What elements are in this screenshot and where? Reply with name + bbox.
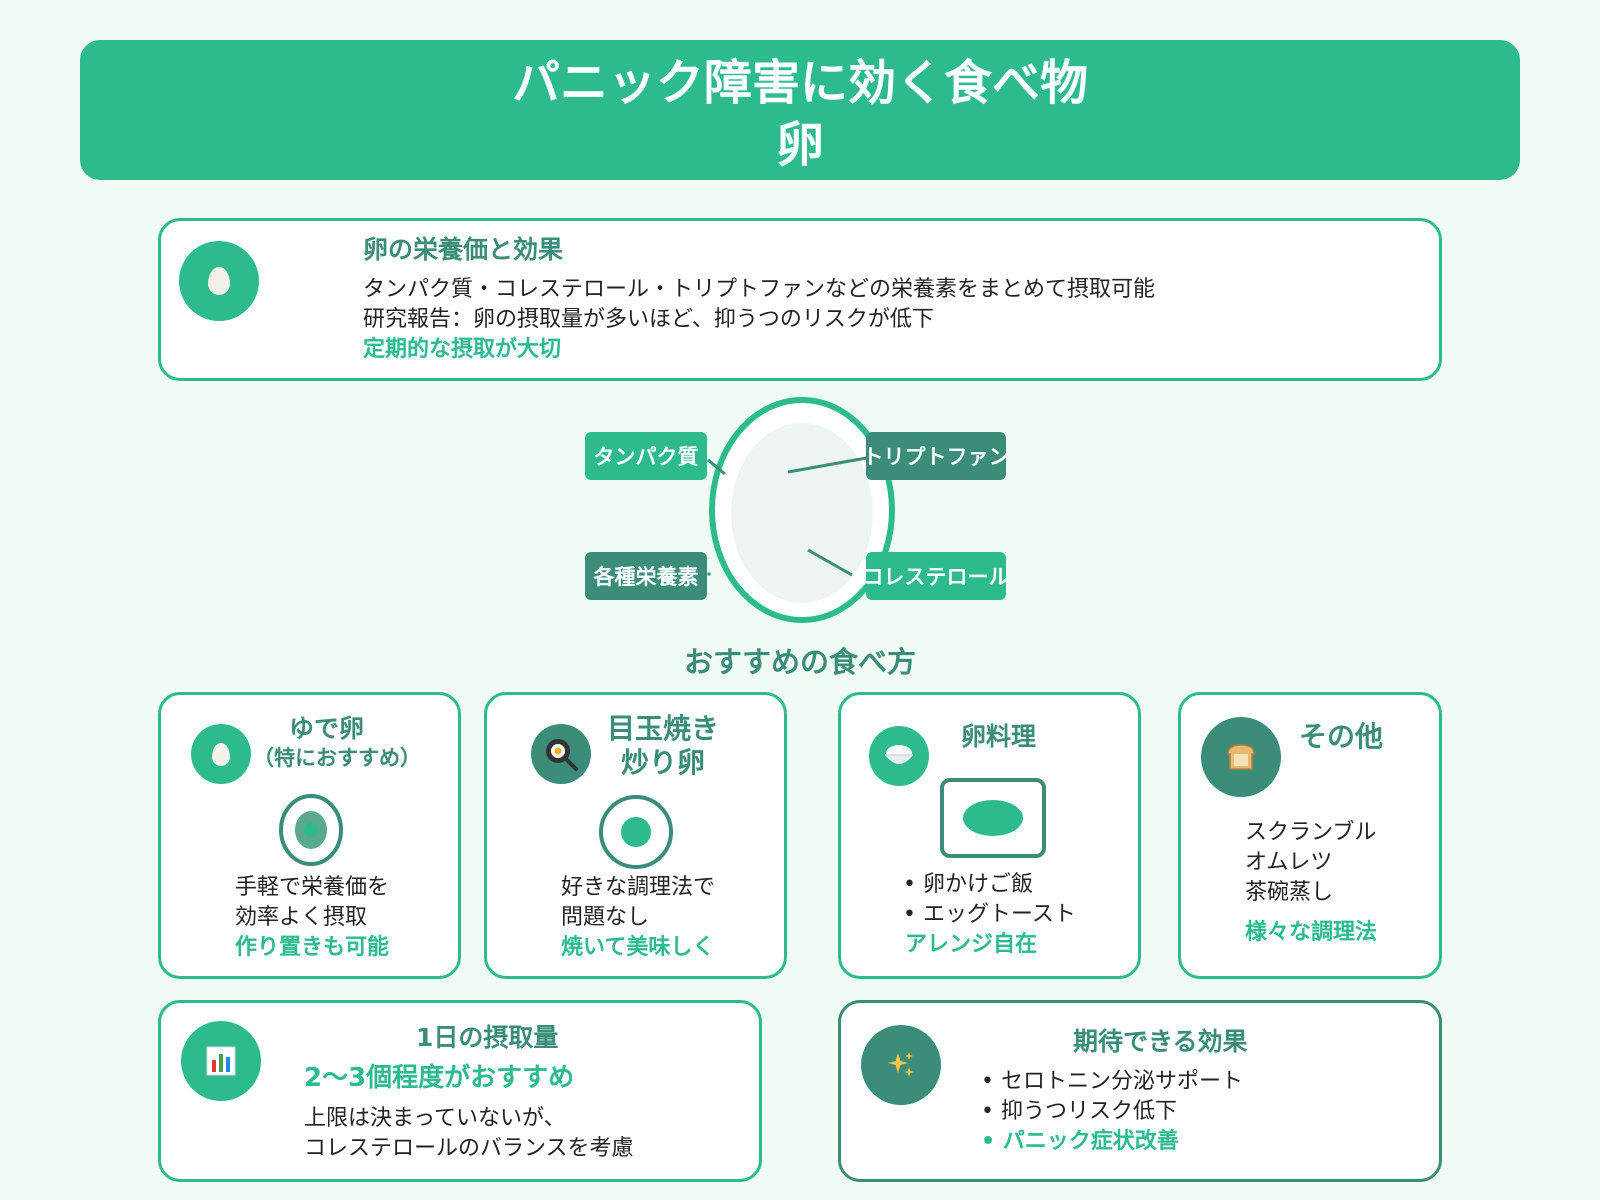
egg-diagram: [706, 397, 895, 623]
other-item-3: 茶碗蒸し: [1245, 880, 1334, 905]
effects-title: 期待できる効果: [1073, 1027, 1248, 1056]
fried-highlight: 焼いて美味しく: [561, 935, 715, 960]
bread-icon: [1201, 717, 1281, 797]
boiled-line-1: 手軽で栄養価を: [235, 875, 390, 900]
intake-title: 1日の摂取量: [416, 1023, 559, 1052]
label-protein: タンパク質: [585, 432, 707, 480]
boiled-subtitle: （特におすすめ）: [253, 746, 421, 770]
dishes-highlight: アレンジ自在: [905, 932, 1038, 957]
frying-pan-icon: [531, 724, 591, 784]
boiled-highlight: 作り置きも可能: [235, 935, 390, 960]
nutrition-highlight: 定期的な摂取が大切: [363, 337, 562, 362]
label-cholesterol: コレステロール: [866, 552, 1006, 600]
dishes-title: 卵料理: [961, 722, 1037, 751]
label-tryptophan: トリプトファン: [866, 432, 1006, 480]
boiled-line-2: 効率よく摂取: [235, 905, 368, 930]
egg-inner: [731, 423, 873, 603]
boiled-egg-card: ゆで卵 （特におすすめ） 手軽で栄養価を 効率よく摂取 作り置きも可能: [158, 692, 461, 979]
boiled-egg-illustration: [279, 794, 343, 866]
label-nutrients: 各種栄養素: [585, 552, 707, 600]
nutrition-heading: 卵の栄養価と効果: [363, 235, 564, 264]
other-item-2: オムレツ: [1245, 850, 1333, 875]
other-card: その他 スクランブル オムレツ 茶碗蒸し 様々な調理法: [1178, 692, 1442, 979]
other-item-1: スクランブル: [1245, 820, 1377, 845]
egg-icon: [179, 241, 259, 321]
section-title: おすすめの食べ方: [683, 645, 916, 679]
dish-illustration: [940, 778, 1046, 858]
effects-item-2: • 抑うつリスク低下: [981, 1099, 1177, 1124]
intake-line-1: 上限は決まっていないが、: [304, 1106, 566, 1131]
nutrition-line-1: タンパク質・コレステロール・トリプトファンなどの栄養素をまとめて摂取可能: [363, 277, 1156, 302]
page-subtitle: 卵: [775, 117, 824, 173]
effects-item-3: • パニック症状改善: [981, 1129, 1179, 1154]
sparkles-icon: [861, 1025, 941, 1105]
other-highlight: 様々な調理法: [1245, 920, 1378, 945]
fried-line-1: 好きな調理法で: [561, 875, 716, 900]
title-banner: パニック障害に効く食べ物 卵: [80, 40, 1520, 180]
intake-line-2: コレステロールのバランスを考慮: [304, 1136, 634, 1161]
boiled-title: ゆで卵: [289, 714, 365, 743]
nutrition-card: 卵の栄養価と効果 タンパク質・コレステロール・トリプトファンなどの栄養素をまとめ…: [158, 218, 1442, 381]
rice-bowl-icon: [869, 726, 929, 786]
egg-dishes-card: 卵料理 • 卵かけご飯 • エッグトースト アレンジ自在: [838, 692, 1141, 979]
fried-egg-card: 目玉焼き 炒り卵 好きな調理法で 問題なし 焼いて美味しく: [484, 692, 787, 979]
nutrition-line-2: 研究報告：卵の摂取量が多いほど、抑うつのリスクが低下: [363, 307, 934, 332]
effects-item-1: • セロトニン分泌サポート: [981, 1069, 1243, 1094]
effects-card: 期待できる効果 • セロトニン分泌サポート • 抑うつリスク低下 • パニック症…: [838, 1000, 1442, 1182]
page-title: パニック障害に効く食べ物: [511, 55, 1088, 111]
fried-line-2: 問題なし: [561, 905, 650, 930]
intake-card: 1日の摂取量 2〜3個程度がおすすめ 上限は決まっていないが、 コレステロールの…: [158, 1000, 762, 1182]
fried-title-1: 目玉焼き: [607, 712, 720, 745]
fried-egg-illustration: [599, 795, 673, 869]
egg-icon: [191, 724, 251, 784]
fried-title-2: 炒り卵: [621, 746, 706, 779]
dishes-item-1: • 卵かけご飯: [903, 872, 1033, 897]
other-title: その他: [1299, 720, 1384, 753]
bar-chart-icon: [181, 1021, 261, 1101]
intake-highlight: 2〜3個程度がおすすめ: [304, 1063, 575, 1093]
dishes-item-2: • エッグトースト: [903, 902, 1076, 927]
